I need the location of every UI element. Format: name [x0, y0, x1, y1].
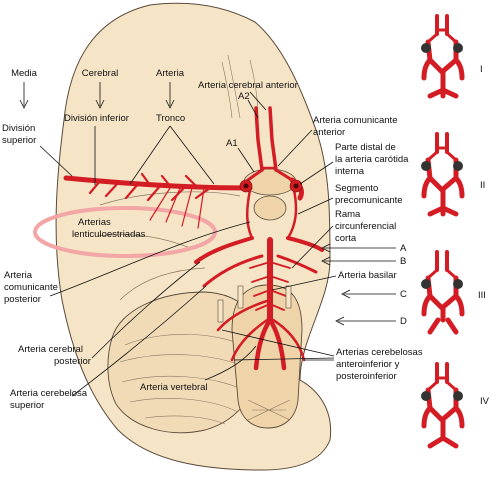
label-lenticulo-2: lenticuloestriadas	[72, 229, 146, 240]
carotid-lumen-right	[293, 183, 299, 189]
posterior-communicating-artery	[246, 188, 298, 240]
a1-segment	[246, 168, 294, 182]
label-segmento-1: Segmento	[335, 183, 378, 194]
superior-cerebellar-artery	[202, 254, 318, 288]
leader-cerebelosa-superior	[71, 285, 207, 397]
label-cerebelosa-superior-1: Arteria cerebelosa	[10, 388, 88, 399]
leader-aca	[249, 91, 267, 111]
brainstem	[231, 284, 303, 429]
letter-a: A	[400, 243, 407, 254]
label-cerebral-posterior-2: posterior	[54, 356, 91, 367]
variant-iii-diagram: III	[421, 250, 486, 335]
arrow-media	[19, 82, 29, 109]
vessel-stub-3	[217, 299, 224, 323]
variant-iii-label: III	[478, 290, 486, 301]
label-carotida-1: Parte distal de	[335, 142, 396, 153]
variant-i-label: I	[480, 64, 483, 75]
leader-vertebral	[204, 345, 257, 381]
label-comunicante-anterior-2: anterior	[313, 127, 345, 138]
label-division-superior-1: División	[2, 123, 35, 134]
label-comunicante-posterior-2: comunicante	[4, 282, 58, 293]
label-cerebelosas-1: Arterias cerebelosas	[336, 347, 423, 358]
arrow-arteria	[165, 82, 175, 109]
label-division-superior-2: superior	[2, 135, 36, 146]
leader-a2	[247, 99, 259, 119]
short-circumferential-branches	[249, 261, 291, 311]
medulla-texture	[247, 399, 291, 421]
pituitary	[253, 195, 287, 221]
label-comunicante-anterior-1: Arteria comunicante	[313, 115, 397, 126]
label-cerebelosa-superior-2: superior	[10, 400, 44, 411]
label-comunicante-posterior-1: Arteria	[4, 270, 33, 281]
label-arteria-cerebral-anterior: Arteria cerebral anterior	[198, 80, 298, 91]
label-cerebelosas-3: posteroinferior	[336, 371, 397, 382]
label-segmento-2: precomunicante	[335, 195, 403, 206]
arrow-cerebral	[95, 82, 105, 109]
label-division-inferior: División inferior	[64, 113, 129, 124]
arrow-c	[341, 289, 396, 299]
letter-c: C	[400, 289, 407, 300]
variant-i-diagram: I	[421, 14, 483, 99]
carotid-lumen-left	[243, 183, 249, 189]
label-cerebelosas-2: anteroinferior y	[336, 359, 400, 370]
arrow-a	[321, 243, 396, 253]
letter-d: D	[400, 316, 407, 327]
leader-division-superior	[39, 145, 73, 177]
letter-b: B	[400, 256, 406, 267]
label-arteria: Arteria	[156, 68, 185, 79]
leader-rama	[291, 225, 334, 269]
label-rama-1: Rama	[335, 209, 361, 220]
arrow-b	[321, 256, 396, 266]
label-cerebral: Cerebral	[82, 68, 118, 79]
leader-basilar	[271, 275, 337, 291]
leader-tronco	[129, 125, 215, 185]
vessel-stub-1	[237, 285, 244, 309]
label-arteria-basilar: Arteria basilar	[338, 270, 397, 281]
variant-iv-diagram: IV	[421, 362, 490, 449]
label-lenticulo-1: Arterias	[78, 217, 111, 228]
variant-iv-label: IV	[480, 396, 490, 407]
label-carotida-2: la arteria carótida	[335, 154, 409, 165]
cerebellum-folia	[119, 334, 256, 425]
lenticulostriate-branches	[149, 187, 205, 229]
leader-segmento	[297, 197, 334, 215]
label-tronco: Tronco	[156, 113, 185, 124]
leader-carotida	[299, 161, 334, 185]
leader-comunicante-posterior	[49, 221, 251, 297]
label-a1: A1	[226, 138, 238, 149]
label-carotida-3: interna	[335, 166, 365, 177]
leader-comunicante-anterior	[277, 129, 313, 167]
label-rama-3: corta	[335, 233, 357, 244]
leader-a1	[237, 147, 255, 173]
vertebral-arteries	[253, 317, 287, 371]
variant-ii-label: II	[480, 180, 485, 191]
label-cerebral-posterior-1: Arteria cerebral	[18, 344, 83, 355]
vessel-stub-2	[285, 285, 292, 309]
posterior-cerebral-artery	[194, 236, 324, 264]
leader-cerebral-posterior	[91, 261, 201, 359]
anterior-cerebral-artery	[254, 106, 278, 172]
aica-pica	[216, 298, 306, 362]
temporal-lobe-contour	[97, 191, 241, 301]
arrow-d	[335, 316, 396, 326]
label-a2: A2	[238, 91, 250, 102]
label-rama-2: circunferencial	[335, 221, 396, 232]
label-media: Media	[11, 68, 38, 79]
optic-chiasm	[243, 168, 297, 196]
leader-cerebelosas	[221, 329, 335, 361]
label-vertebral: Arteria vertebral	[140, 382, 208, 393]
label-comunicante-posterior-3: posterior	[4, 294, 41, 305]
variant-ii-diagram: II	[421, 132, 485, 217]
